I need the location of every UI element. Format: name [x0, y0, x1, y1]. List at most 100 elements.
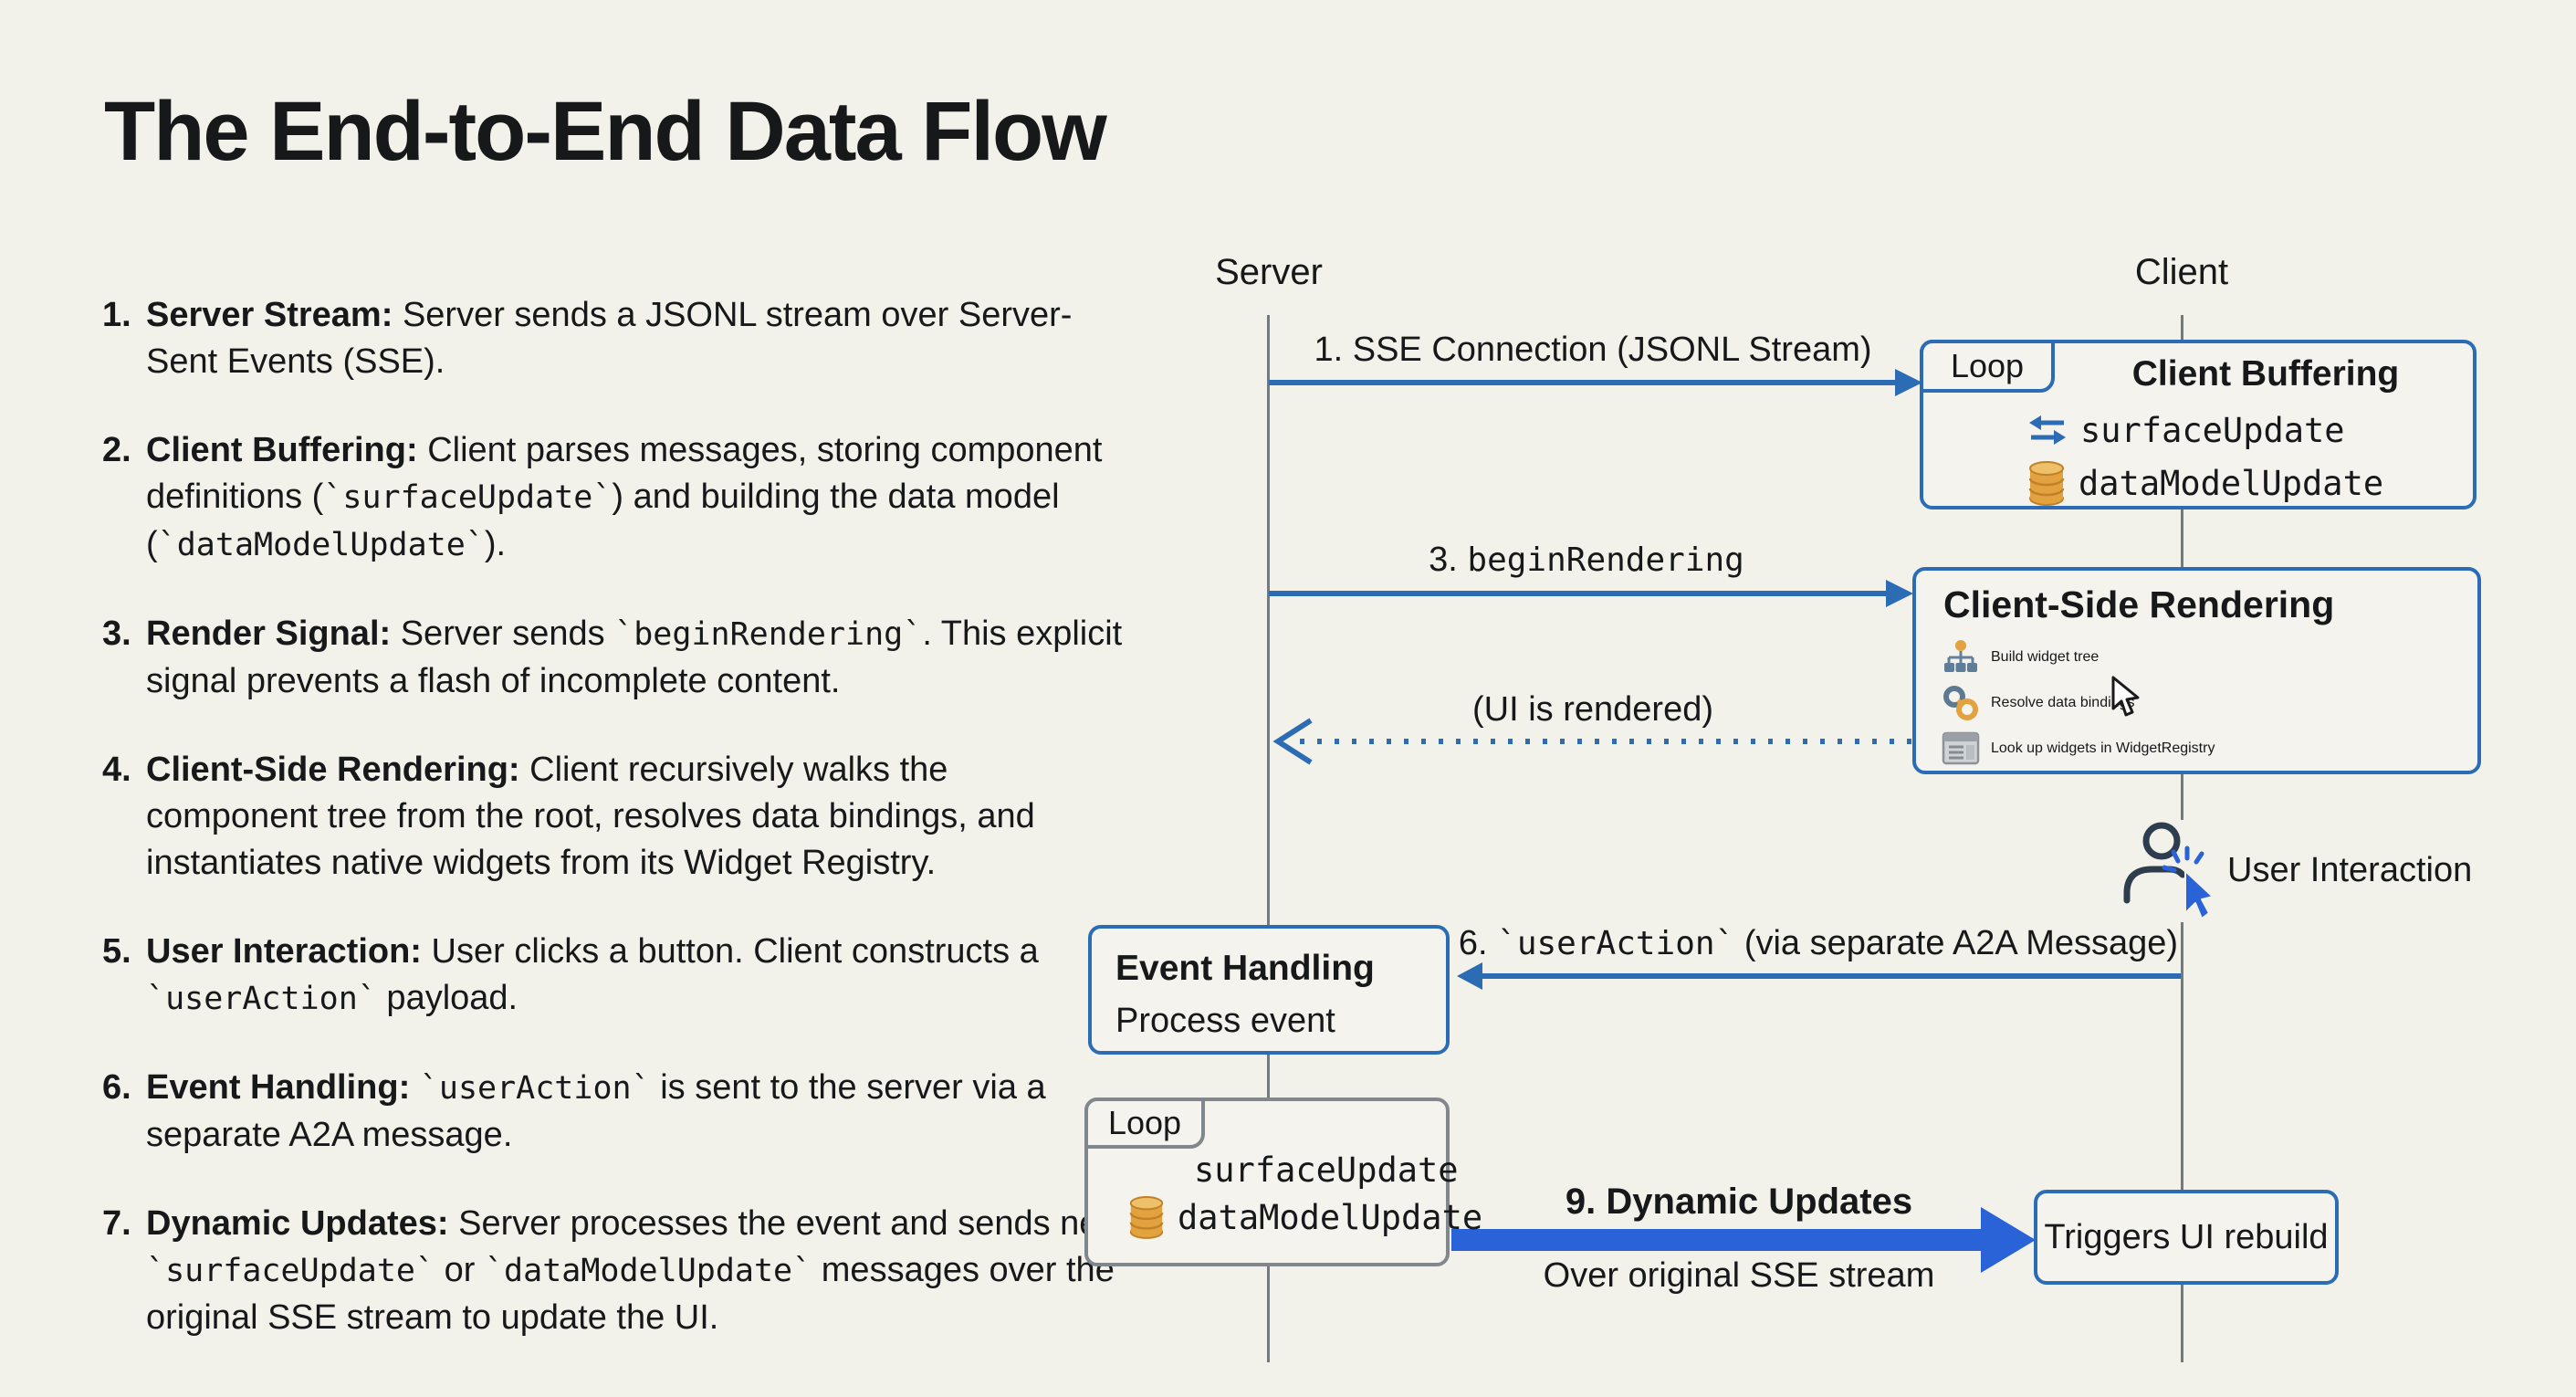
user-action-label: 6. `userAction` (via separate A2A Messag… [1459, 924, 2178, 963]
step-item: 4. Client-Side Rendering: Client recursi… [102, 747, 1125, 887]
step-lead: Event Handling: [146, 1068, 411, 1107]
step-text: or [435, 1251, 485, 1289]
server-data-model-update-label: dataModelUpdate [1178, 1197, 1483, 1237]
ua-post: (via separate A2A Message) [1734, 924, 2179, 962]
widget-registry-icon [1942, 730, 1980, 767]
step-number: 2. [102, 431, 131, 469]
step-number: 3. [102, 614, 131, 653]
server-loop-tab: Loop [1084, 1098, 1205, 1149]
step-body: Client Buffering: Client parses messages… [146, 427, 1125, 569]
step-number: 5. [102, 932, 131, 971]
widget-registry-label: Look up widgets in WidgetRegistry [1991, 741, 2215, 756]
step-number: 4. [102, 751, 131, 789]
steps-list: 1. Server Stream: Server sends a JSONL s… [102, 292, 1125, 1383]
step-body: Render Signal: Server sends `beginRender… [146, 611, 1125, 705]
step-lead: Dynamic Updates: [146, 1204, 449, 1243]
build-widget-tree-row: Build widget tree [1942, 635, 2472, 680]
step-body: Event Handling: `userAction` is sent to … [146, 1065, 1125, 1159]
ua-code: `userAction` [1497, 925, 1735, 962]
dynamic-updates-label: 9. Dynamic Updates [1565, 1182, 1913, 1222]
step-number: 1. [102, 296, 131, 334]
event-handling-title: Event Handling [1115, 949, 1375, 988]
step-text: Client parses messages, storing componen… [146, 431, 1103, 516]
step-text: Server processes the event and sends new [448, 1204, 1124, 1243]
step-body: Client-Side Rendering: Client recursivel… [146, 747, 1125, 887]
step-code: `surfaceUpdate` [146, 1253, 435, 1289]
server-loop-box: Loop surfaceUpdate dataModelUpdate [1084, 1098, 1482, 1266]
resolve-bindings-label: Resolve data bindings [1991, 695, 2135, 710]
step-code: `dataModelUpdate` [484, 1253, 812, 1289]
step-text: payload. [376, 979, 518, 1017]
triggers-ui-rebuild-label: Triggers UI rebuild [2044, 1217, 2329, 1256]
step-text: ) and building the data model ( [146, 478, 1060, 563]
client-buffering-rows: surfaceUpdate dataModelUpdate [2026, 404, 2466, 509]
step-text: ). [484, 525, 507, 563]
step-text: is sent to the server via a separate A2A… [146, 1068, 1046, 1154]
widget-tree-icon [1942, 638, 1980, 677]
mouse-cursor-icon [2111, 676, 2140, 717]
step-item: 2. Client Buffering: Client parses messa… [102, 427, 1125, 569]
database-icon [2026, 459, 2068, 507]
step-text: Client recursively walks the component t… [146, 751, 1035, 882]
server-surface-update-row: surfaceUpdate [1088, 1147, 1459, 1192]
step-code: `dataModelUpdate` [157, 527, 485, 563]
dynamic-updates-sublabel: Over original SSE stream [1543, 1256, 1935, 1295]
step-text [410, 1068, 420, 1107]
sse-arrow [1269, 369, 1922, 396]
begin-pre: 3. [1429, 541, 1468, 579]
client-side-rendering-title: Client-Side Rendering [1943, 583, 2335, 625]
client-buffering-box: Loop Client Buffering surfaceUpdate [1920, 340, 2477, 509]
step-text: messages over the original SSE stream to… [146, 1251, 1115, 1337]
resolve-bindings-row: Resolve data bindings [1942, 680, 2472, 726]
user-interaction-label: User Interaction [2227, 851, 2473, 889]
client-buffering-title: Client Buffering [2131, 354, 2400, 394]
begin-code: beginRendering [1467, 541, 1744, 579]
client-side-rendering-box: Client-Side Rendering Build widget tree [1912, 567, 2481, 774]
client-buffering-loop-tab: Loop [1920, 340, 2055, 393]
begin-rendering-label: 3. beginRendering [1429, 541, 1744, 580]
server-lifeline [1267, 315, 1270, 1362]
step-item: 1. Server Stream: Server sends a JSONL s… [102, 292, 1125, 385]
step-lead: Server Stream: [146, 296, 393, 334]
build-widget-tree-label: Build widget tree [1991, 649, 2100, 665]
step-lead: User Interaction: [146, 932, 422, 971]
actor-client: Client [2134, 252, 2229, 292]
step-code: `userAction` [146, 981, 377, 1017]
database-icon [1126, 1194, 1167, 1240]
step-text: . This explicit signal prevents a flash … [146, 614, 1123, 700]
server-loop-rows: surfaceUpdate dataModelUpdate [1088, 1147, 1482, 1242]
event-handling-box: Event Handling Process event [1088, 925, 1450, 1055]
step-code: `surfaceUpdate` [323, 479, 613, 516]
actor-server: Server [1215, 252, 1323, 292]
step-text: User clicks a button. Client constructs … [421, 932, 1039, 971]
event-handling-sub: Process event [1115, 1002, 1335, 1040]
data-binding-link-icon [1942, 684, 1980, 722]
step-item: 7. Dynamic Updates: Server processes the… [102, 1201, 1125, 1341]
step-code: `userAction` [419, 1070, 651, 1107]
page-title: The End-to-End Data Flow [104, 85, 1107, 178]
data-model-update-label: dataModelUpdate [2079, 463, 2384, 503]
ui-rendered-label: (UI is rendered) [1472, 690, 1713, 729]
swap-arrows-icon [2026, 412, 2069, 448]
step-item: 5. User Interaction: User clicks a butto… [102, 929, 1125, 1023]
user-click-icon [2123, 822, 2214, 919]
step-number: 6. [102, 1068, 131, 1107]
step-lead: Render Signal: [146, 614, 392, 653]
step-text: Server sends [391, 614, 615, 653]
step-lead: Client Buffering: [146, 431, 418, 469]
ua-pre: 6. [1458, 924, 1498, 962]
step-text: Server sends a JSONL stream over Server-… [146, 296, 1073, 381]
server-data-model-update-row: dataModelUpdate [1088, 1192, 1482, 1242]
sse-arrow-label: 1. SSE Connection (JSONL Stream) [1314, 331, 1872, 369]
client-side-rendering-rows: Build widget tree Resolve data bindings [1942, 635, 2472, 772]
step-item: 3. Render Signal: Server sends `beginRen… [102, 611, 1125, 705]
triggers-ui-rebuild-box: Triggers UI rebuild [2034, 1190, 2339, 1285]
surface-update-row: surfaceUpdate [2026, 404, 2466, 457]
widget-registry-row: Look up widgets in WidgetRegistry [1942, 726, 2472, 772]
step-number: 7. [102, 1204, 131, 1243]
step-body: User Interaction: User clicks a button. … [146, 929, 1125, 1023]
step-body: Server Stream: Server sends a JSONL stre… [146, 292, 1125, 385]
step-item: 6. Event Handling: `userAction` is sent … [102, 1065, 1125, 1159]
data-model-update-row: dataModelUpdate [2026, 457, 2466, 509]
